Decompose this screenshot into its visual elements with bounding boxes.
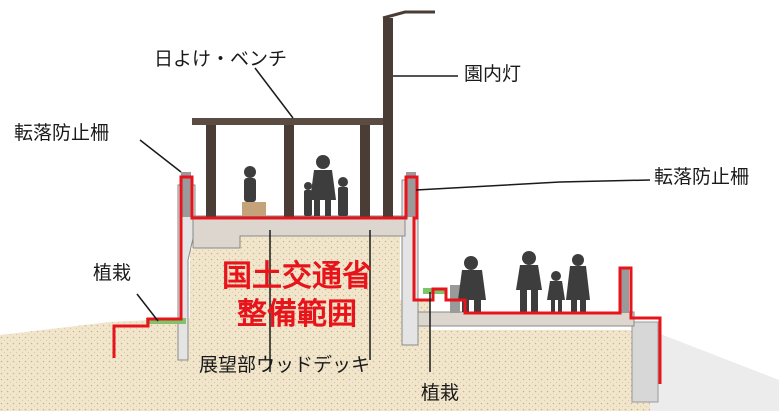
fence-lower-right-post [619,268,629,313]
label-planting-left: 植栽 [93,262,132,284]
ground-earth [0,220,779,411]
shade-post-2 [284,125,294,217]
right-wall [631,321,659,403]
slope-shade [650,330,779,411]
shade-roof [192,118,385,125]
fence-left-post [181,172,191,217]
leader-fence-right [415,179,651,191]
park-light-head [382,10,435,20]
scope-label-line1: 国土交通省 [222,259,372,294]
leader-lines [136,67,651,372]
leader-planting-left [136,293,159,322]
leader-shade [254,67,294,119]
label-shade-bench: 日よけ・ベンチ [154,48,288,70]
leader-fence-left [139,139,182,173]
people-upper [244,155,348,216]
label-planting-bottom: 植栽 [421,382,460,404]
scope-label-line2: 整備範囲 [237,297,357,332]
label-deck: 展望部ウッドデッキ [199,354,371,376]
label-fall-fence-right: 転落防止柵 [654,166,750,188]
planting-left-green [146,318,186,324]
park-light-pole [383,18,393,218]
shade-post-3 [360,125,370,217]
scope-boundary-line [112,175,662,384]
label-fall-fence-left: 転落防止柵 [14,122,110,144]
label-park-light: 園内灯 [464,63,522,85]
people-lower [458,251,590,312]
bench [242,202,266,216]
shade-post-1 [206,125,216,217]
fence-right-post [406,172,416,217]
